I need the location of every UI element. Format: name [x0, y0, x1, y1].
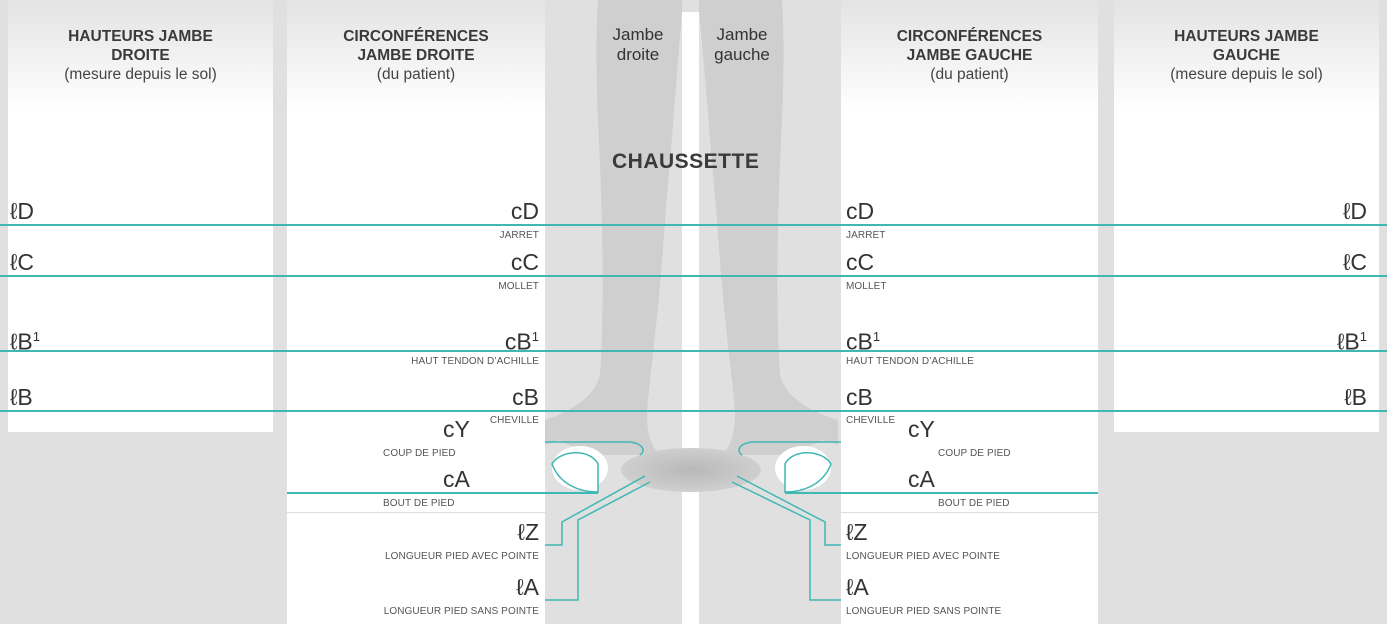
leg-label-line: Jambe: [716, 25, 768, 44]
circ-cd-left: cD: [846, 198, 875, 224]
caption-jarret-left: JARRET: [846, 230, 886, 241]
header-left-circ: CIRCONFÉRENCES JAMBE GAUCHE (du patient): [841, 27, 1098, 84]
circ-la-left: ℓA: [846, 574, 869, 600]
divider: [841, 512, 1098, 513]
header-subtitle: (du patient): [930, 66, 1009, 83]
circ-cb1-right: cB1: [504, 328, 539, 355]
header-right-circ: CIRCONFÉRENCES JAMBE DROITE (du patient): [287, 27, 545, 84]
circ-cy-right: cY: [443, 416, 470, 442]
right-heights-panel: [8, 0, 273, 432]
circ-lz-left: ℓZ: [846, 519, 868, 545]
right-heel-outline: [551, 452, 599, 493]
header-left-heights: HAUTEURS JAMBE GAUCHE (mesure depuis le …: [1114, 27, 1379, 84]
circ-ca-left: cA: [908, 466, 935, 492]
height-lb-left: ℓB: [1344, 384, 1367, 410]
caption-jarret-right: JARRET: [499, 230, 539, 241]
line-b1: [0, 350, 1387, 352]
circ-cc-left: cC: [846, 249, 875, 275]
left-heel-outline: [784, 452, 832, 493]
header-title: DROITE: [111, 47, 170, 64]
circ-cd-right: cD: [510, 198, 539, 224]
header-subtitle: (mesure depuis le sol): [64, 66, 217, 83]
header-title: JAMBE DROITE: [357, 47, 475, 64]
caption-cheville-left: CHEVILLE: [846, 415, 896, 426]
header-title: CIRCONFÉRENCES: [896, 28, 1043, 45]
height-lb1-right: ℓB1: [10, 328, 41, 355]
caption-achille-right: HAUT TENDON D’ACHILLE: [411, 356, 539, 367]
header-title: CIRCONFÉRENCES: [343, 28, 489, 45]
height-lc-right: ℓC: [10, 249, 35, 275]
circ-la-right: ℓA: [516, 574, 539, 600]
leg-label-line: droite: [616, 45, 660, 64]
leg-label-line: Jambe: [612, 25, 664, 44]
caption-lz-left: LONGUEUR PIED AVEC POINTE: [846, 551, 1001, 562]
left-leg-label: Jambe gauche: [702, 25, 782, 65]
sock-silhouette: [682, 12, 699, 624]
right-leg-silhouette: [545, 0, 682, 455]
caption-coup-left: COUP DE PIED: [938, 448, 1011, 459]
caption-mollet-left: MOLLET: [846, 281, 887, 292]
header-title: JAMBE GAUCHE: [906, 47, 1033, 64]
line-ca-right: [287, 492, 598, 494]
header-subtitle: (du patient): [376, 66, 456, 83]
caption-bout-left: BOUT DE PIED: [938, 498, 1010, 509]
header-right-heights: HAUTEURS JAMBE DROITE (mesure depuis le …: [8, 27, 273, 84]
height-ld-right: ℓD: [10, 198, 35, 224]
header-title: HAUTEURS JAMBE: [1174, 28, 1319, 45]
header-subtitle: (mesure depuis le sol): [1170, 66, 1323, 83]
line-d: [0, 224, 1387, 226]
left-circ-panel: [841, 0, 1098, 624]
left-leg-silhouette: [699, 0, 838, 455]
height-ld-left: ℓD: [1342, 198, 1367, 224]
height-lc-left: ℓC: [1342, 249, 1367, 275]
caption-bout-right: BOUT DE PIED: [383, 498, 455, 509]
line-c: [0, 275, 1387, 277]
foot-shadow: [621, 448, 761, 492]
circ-cc-right: cC: [510, 249, 539, 275]
caption-achille-left: HAUT TENDON D’ACHILLE: [846, 356, 974, 367]
right-leg-label: Jambe droite: [598, 25, 678, 65]
caption-coup-right: COUP DE PIED: [383, 448, 456, 459]
line-ca-left: [785, 492, 1098, 494]
caption-la-left: LONGUEUR PIED SANS POINTE: [846, 606, 1002, 617]
header-title: HAUTEURS JAMBE: [68, 28, 213, 45]
header-title: GAUCHE: [1212, 47, 1281, 64]
connector-cy-right: [287, 441, 644, 456]
caption-lz-right: LONGUEUR PIED AVEC POINTE: [384, 551, 539, 562]
right-circ-panel: [287, 0, 545, 624]
left-heights-panel: [1114, 0, 1379, 432]
circ-cb-left: cB: [846, 384, 873, 410]
caption-la-right: LONGUEUR PIED SANS POINTE: [383, 606, 539, 617]
leg-label-line: gauche: [714, 45, 770, 64]
circ-cy-left: cY: [908, 416, 935, 442]
connector-cy-left: [738, 441, 1097, 456]
circ-cb1-left: cB1: [846, 328, 881, 355]
circ-ca-right: cA: [443, 466, 470, 492]
height-lb1-left: ℓB1: [1336, 328, 1367, 355]
divider: [287, 512, 545, 513]
circ-cb-right: cB: [512, 384, 539, 410]
line-b: [0, 410, 1387, 412]
sock-label: CHAUSSETTE: [612, 150, 760, 173]
height-lb-right: ℓB: [10, 384, 33, 410]
caption-mollet-right: MOLLET: [498, 281, 539, 292]
caption-cheville-right: CHEVILLE: [489, 415, 539, 426]
circ-lz-right: ℓZ: [517, 519, 539, 545]
